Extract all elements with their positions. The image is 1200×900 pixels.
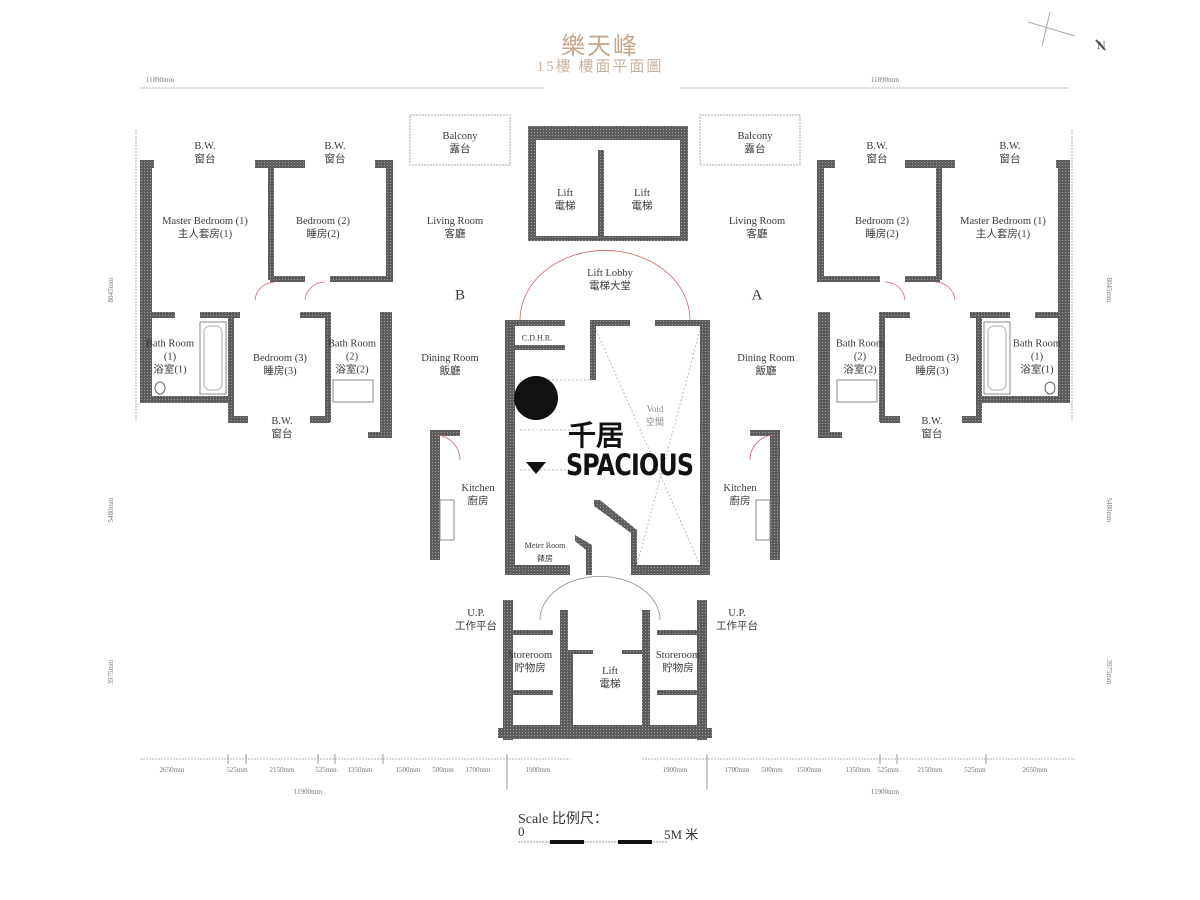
floor-subtitle: 15樓 樓面平面圖	[536, 59, 664, 75]
dim-bottom-left: 525mm	[315, 766, 337, 774]
room-a-bay-window-3: B.W.窗台	[921, 416, 943, 440]
dim-bottom-right: 2150mm	[917, 766, 943, 774]
dim-bottom-right: 2650mm	[1022, 766, 1048, 774]
dim-bottom-right: 1900mm	[662, 766, 688, 774]
room-a-bedroom-3: Bedroom (3)睡房(3)	[905, 353, 959, 377]
room-cdhr: C.D.H.R.	[521, 333, 553, 343]
room-a-bay-window-2: B.W.窗台	[999, 141, 1021, 165]
dim-top-left: 11890mm	[145, 76, 175, 84]
room-b-utility-platform: U.P.工作平台	[455, 608, 497, 632]
dim-top-right: 11890mm	[870, 76, 900, 84]
core-walls	[505, 126, 710, 739]
dim-bottom-left: 1700mm	[465, 766, 491, 774]
room-b-bay-window-1: B.W.窗台	[194, 141, 216, 165]
spacious-logo: 千居 SPACIOUS	[512, 418, 702, 488]
north-label: N	[1097, 38, 1106, 52]
room-a-bath-room-1: Bath Room (1)浴室(1)	[1012, 338, 1062, 376]
dim-left-side: 5480mm	[107, 497, 115, 523]
dim-bottom-right: 525mm	[877, 766, 899, 774]
unit-a-label: A	[751, 287, 763, 304]
dim-right-side: 3975mm	[1105, 659, 1113, 685]
dim-left-side: 8045mm	[107, 277, 115, 303]
room-b-bath-room-2: Bath Room (2)浴室(2)	[327, 338, 377, 376]
dim-bottom-right: 500mm	[761, 766, 783, 774]
logo-chinese-text: 千居	[568, 419, 625, 452]
dim-bottom-right: 1350mm	[845, 766, 871, 774]
room-b-bedroom-2: Bedroom (2)睡房(2)	[296, 216, 350, 240]
scale-bar	[518, 840, 668, 844]
dimension-lines	[135, 87, 1075, 760]
dim-bottom-left: 1500mm	[395, 766, 421, 774]
dim-bottom-right-total: 11900mm	[870, 788, 900, 796]
dim-bottom-right: 1500mm	[796, 766, 822, 774]
unit-b-walls	[140, 114, 603, 740]
room-b-bay-window-3: B.W.窗台	[271, 416, 293, 440]
building-title: 樂天峰	[561, 34, 639, 60]
room-b-bedroom-3: Bedroom (3)睡房(3)	[253, 353, 307, 377]
logo-english-text: SPACIOUS	[566, 448, 694, 482]
room-a-bedroom-2: Bedroom (2)睡房(2)	[855, 216, 909, 240]
dim-left-side: 3975mm	[107, 659, 115, 685]
room-a-utility-platform: U.P.工作平台	[716, 608, 758, 632]
room-a-master-bedroom: Master Bedroom (1)主人套房(1)	[960, 216, 1046, 240]
room-b-bay-window-2: B.W.窗台	[324, 141, 346, 165]
dim-right-side: 8045mm	[1105, 277, 1113, 303]
compass-icon	[1027, 11, 1106, 51]
dim-bottom-left: 525mm	[226, 766, 248, 774]
room-b-bath-room-1: Bath Room (1)浴室(1)	[145, 338, 195, 376]
scale-end: 5M 米	[664, 827, 699, 842]
dimension-ticks	[227, 754, 987, 790]
dim-bottom-left: 2150mm	[269, 766, 295, 774]
room-a-bath-room-2: Bath Room (2)浴室(2)	[835, 338, 885, 376]
dim-bottom-left: 500mm	[432, 766, 454, 774]
room-a-bay-window-1: B.W.窗台	[866, 141, 888, 165]
scale-start: 0	[518, 824, 525, 839]
dim-bottom-left: 1350mm	[347, 766, 373, 774]
dim-bottom-left: 2650mm	[159, 766, 185, 774]
dim-right-side: 5480mm	[1105, 497, 1113, 523]
svg-text:S: S	[524, 424, 549, 464]
dim-bottom-left-total: 11900mm	[293, 788, 323, 796]
dim-bottom-right: 525mm	[964, 766, 986, 774]
scale-legend: Scale 比例尺： 0 5M 米	[518, 808, 698, 842]
scale-title: Scale 比例尺：	[518, 812, 608, 827]
dim-bottom-left: 1900mm	[525, 766, 551, 774]
dim-bottom-right: 1700mm	[724, 766, 750, 774]
unit-b-label: B	[454, 287, 466, 304]
spacious-logo-mark: S	[514, 376, 559, 474]
room-b-master-bedroom: Master Bedroom (1)主人套房(1)	[162, 216, 248, 240]
